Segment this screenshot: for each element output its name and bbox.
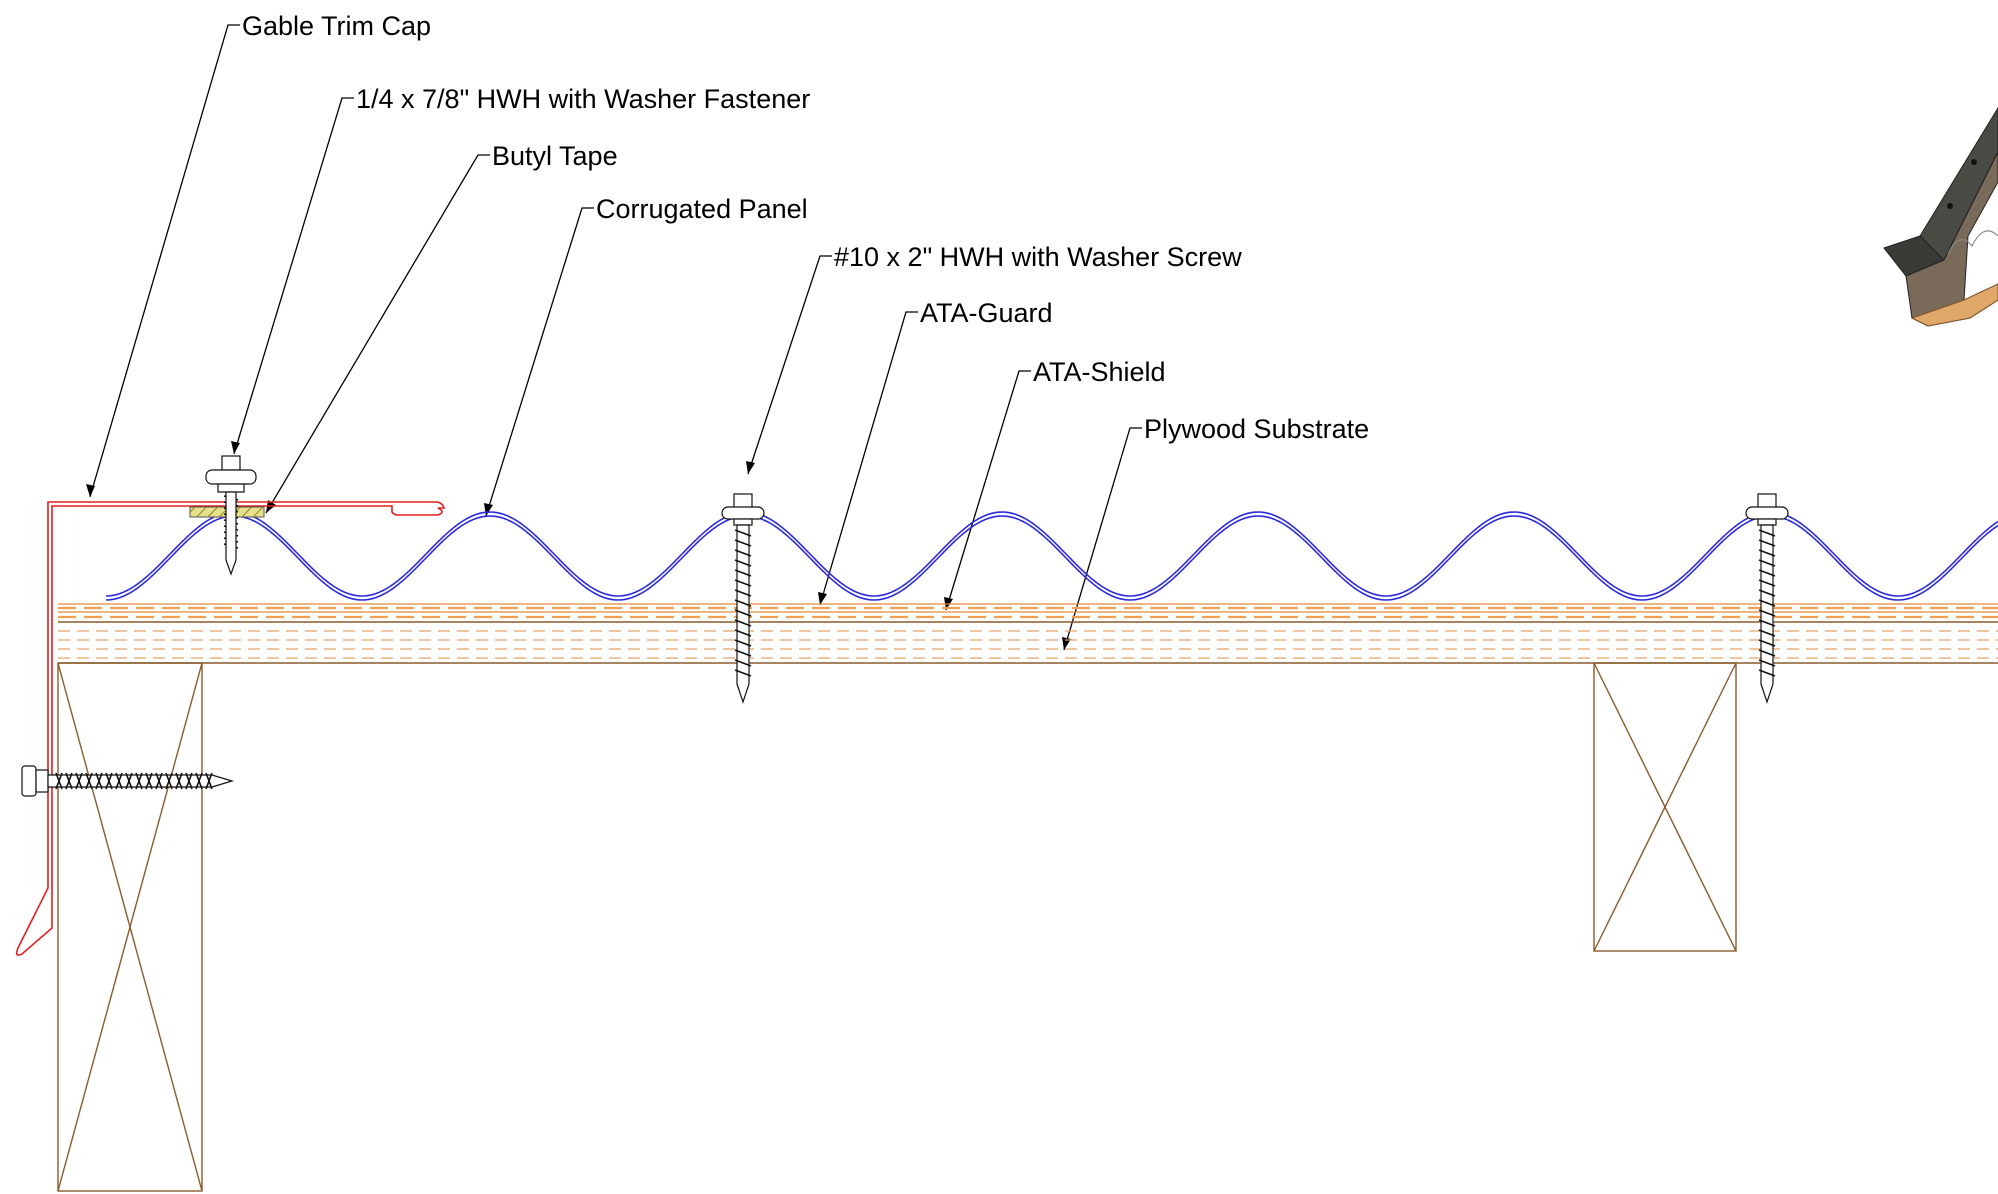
callout-corrugated-panel: Corrugated Panel: [484, 194, 808, 517]
label-corrugated-panel: Corrugated Panel: [596, 194, 808, 224]
plywood-substrate-layer: [58, 621, 1998, 664]
rafter-left: [57, 662, 203, 1192]
callout-butyl-tape: Butyl Tape: [265, 141, 618, 514]
callout-screw-10x2: #10 x 2" HWH with Washer Screw: [746, 242, 1242, 475]
callout-plywood-substrate: Plywood Substrate: [1062, 414, 1369, 651]
ata-shield-layer: [58, 611, 1998, 619]
fastener-1-4-hwh: [205, 455, 257, 576]
callout-ata-guard: ATA-Guard: [818, 298, 1053, 606]
label-ata-shield: ATA-Shield: [1033, 357, 1166, 387]
gable-trim-cap: [15, 501, 446, 956]
ata-guard-layer: [58, 603, 1998, 610]
trim-3d-inset: [1883, 107, 1998, 327]
label-ata-guard: ATA-Guard: [920, 298, 1053, 328]
label-gable-trim-cap: Gable Trim Cap: [242, 11, 431, 41]
corrugated-panel: [105, 511, 1998, 601]
callout-ata-shield: ATA-Shield: [944, 357, 1166, 611]
label-screw-10x2: #10 x 2" HWH with Washer Screw: [834, 242, 1242, 272]
label-butyl-tape: Butyl Tape: [492, 141, 618, 171]
callout-fastener-1-4: 1/4 x 7/8" HWH with Washer Fastener: [231, 84, 810, 455]
screw-10x2-right: [1745, 493, 1789, 704]
screw-10x2-center: [721, 493, 765, 704]
label-fastener-1-4: 1/4 x 7/8" HWH with Washer Fastener: [356, 84, 810, 114]
label-plywood-substrate: Plywood Substrate: [1144, 414, 1369, 444]
rafter-right: [1593, 662, 1737, 952]
side-screw: [21, 765, 235, 797]
callout-gable-trim-cap: Gable Trim Cap: [86, 11, 431, 498]
